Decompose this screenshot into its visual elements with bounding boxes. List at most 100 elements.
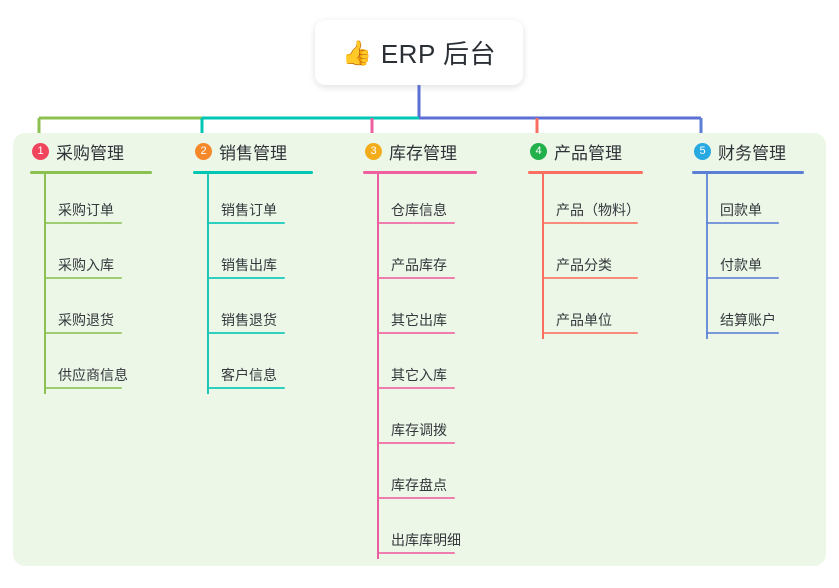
list-item-underline: [706, 222, 779, 224]
category-column-2: 2 销售管理销售订单销售出库销售退货客户信息: [193, 133, 313, 394]
category-header-1[interactable]: 1 采购管理: [30, 133, 152, 169]
list-item-label: 其它入库: [391, 367, 447, 383]
category-underline: [30, 171, 152, 174]
list-item-underline: [377, 277, 455, 279]
list-item[interactable]: 采购订单: [30, 174, 152, 229]
category-header-3[interactable]: 3 库存管理: [363, 133, 477, 169]
list-item[interactable]: 库存调拨: [363, 394, 477, 449]
list-item[interactable]: 其它出库: [363, 284, 477, 339]
list-item-underline: [377, 387, 455, 389]
category-number-badge: 4: [530, 142, 547, 160]
list-item[interactable]: 销售出库: [193, 229, 313, 284]
category-title: 产品管理: [554, 143, 622, 163]
list-item-label: 销售订单: [221, 202, 277, 218]
category-number-badge: 1: [32, 142, 49, 160]
list-item-underline: [377, 222, 455, 224]
list-item-underline: [44, 222, 122, 224]
root-title: ERP 后台: [380, 39, 497, 69]
list-item-label: 采购退货: [58, 312, 114, 328]
list-item-label: 产品库存: [391, 257, 447, 273]
thumbs-up-icon: 👍: [341, 38, 372, 67]
category-header-4[interactable]: 4 产品管理: [528, 133, 643, 169]
list-item-underline: [377, 442, 455, 444]
list-item-underline: [706, 277, 779, 279]
list-item[interactable]: 采购退货: [30, 284, 152, 339]
category-item-list: 采购订单采购入库采购退货供应商信息: [30, 174, 152, 394]
branch-spine: [377, 174, 379, 559]
list-item[interactable]: 客户信息: [193, 339, 313, 394]
category-underline: [363, 171, 477, 174]
category-underline: [193, 171, 313, 174]
list-item-label: 库存盘点: [391, 477, 447, 493]
list-item-underline: [207, 277, 285, 279]
list-item-label: 回款单: [720, 202, 762, 218]
list-item-underline: [542, 332, 638, 334]
category-title: 采购管理: [56, 143, 124, 163]
list-item-underline: [542, 222, 638, 224]
category-number-badge: 2: [195, 142, 212, 160]
list-item[interactable]: 其它入库: [363, 339, 477, 394]
category-number-badge: 5: [694, 142, 711, 160]
list-item-label: 销售退货: [221, 312, 277, 328]
category-item-list: 回款单付款单结算账户: [692, 174, 804, 339]
root-node[interactable]: 👍 ERP 后台: [315, 20, 523, 85]
list-item-label: 销售出库: [221, 257, 277, 273]
category-title: 库存管理: [389, 143, 457, 163]
list-item[interactable]: 仓库信息: [363, 174, 477, 229]
list-item-underline: [377, 497, 455, 499]
list-item-underline: [44, 277, 122, 279]
list-item[interactable]: 产品单位: [528, 284, 643, 339]
list-item-label: 仓库信息: [391, 202, 447, 218]
branch-spine: [44, 174, 46, 394]
list-item-label: 出库库明细: [391, 532, 461, 548]
list-item[interactable]: 销售退货: [193, 284, 313, 339]
list-item[interactable]: 回款单: [692, 174, 804, 229]
list-item-label: 付款单: [720, 257, 762, 273]
list-item-underline: [44, 387, 122, 389]
list-item-underline: [207, 222, 285, 224]
list-item-label: 其它出库: [391, 312, 447, 328]
category-column-3: 3 库存管理仓库信息产品库存其它出库其它入库库存调拨库存盘点出库库明细: [363, 133, 477, 559]
category-header-2[interactable]: 2 销售管理: [193, 133, 313, 169]
category-column-1: 1 采购管理采购订单采购入库采购退货供应商信息: [30, 133, 152, 394]
category-item-list: 销售订单销售出库销售退货客户信息: [193, 174, 313, 394]
list-item[interactable]: 产品库存: [363, 229, 477, 284]
branch-spine: [207, 174, 209, 394]
list-item-underline: [377, 552, 455, 554]
list-item-label: 供应商信息: [58, 367, 128, 383]
category-header-5[interactable]: 5 财务管理: [692, 133, 804, 169]
category-title: 销售管理: [219, 143, 287, 163]
list-item[interactable]: 销售订单: [193, 174, 313, 229]
list-item[interactable]: 结算账户: [692, 284, 804, 339]
list-item[interactable]: 产品（物料）: [528, 174, 643, 229]
list-item-underline: [207, 332, 285, 334]
branch-spine: [542, 174, 544, 339]
list-item-label: 库存调拨: [391, 422, 447, 438]
list-item-underline: [44, 332, 122, 334]
list-item-label: 客户信息: [221, 367, 277, 383]
list-item-label: 采购订单: [58, 202, 114, 218]
list-item[interactable]: 采购入库: [30, 229, 152, 284]
category-underline: [692, 171, 804, 174]
list-item-label: 结算账户: [720, 312, 776, 328]
category-column-4: 4 产品管理产品（物料） 产品分类产品单位: [528, 133, 643, 339]
list-item-underline: [377, 332, 455, 334]
list-item-label: 采购入库: [58, 257, 114, 273]
list-item-underline: [542, 277, 638, 279]
list-item[interactable]: 供应商信息: [30, 339, 152, 394]
list-item-label: 产品分类: [556, 257, 612, 273]
category-column-5: 5 财务管理回款单付款单结算账户: [692, 133, 804, 339]
branch-spine: [706, 174, 708, 339]
list-item[interactable]: 出库库明细: [363, 504, 477, 559]
category-number-badge: 3: [365, 142, 382, 160]
category-item-list: 仓库信息产品库存其它出库其它入库库存调拨库存盘点出库库明细: [363, 174, 477, 559]
list-item[interactable]: 付款单: [692, 229, 804, 284]
list-item-underline: [207, 387, 285, 389]
list-item[interactable]: 库存盘点: [363, 449, 477, 504]
category-underline: [528, 171, 643, 174]
list-item[interactable]: 产品分类: [528, 229, 643, 284]
list-item-label: 产品单位: [556, 312, 612, 328]
category-title: 财务管理: [718, 143, 786, 163]
list-item-label: 产品（物料）: [556, 202, 640, 218]
diagram-panel: 1 采购管理采购订单采购入库采购退货供应商信息 2 销售管理销售订单销售出库销售退货客…: [13, 133, 826, 566]
